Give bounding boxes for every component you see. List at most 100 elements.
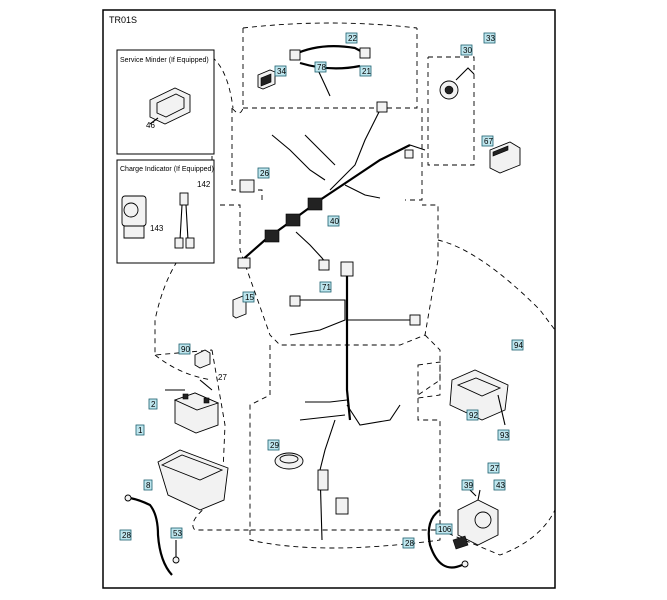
callout-1: 1: [138, 426, 143, 435]
callout-71-box: [319, 281, 332, 293]
callout-67-group: 67: [481, 135, 494, 147]
callout-21: 21: [362, 67, 371, 76]
callout-90-group: 90: [178, 343, 191, 355]
service-minder-title: Service Minder (If Equipped): [120, 57, 209, 64]
callout-43-box: [493, 479, 506, 491]
callout-71: 71: [322, 283, 331, 292]
callout-78-box: [314, 61, 327, 73]
callout-39-box: [461, 479, 474, 491]
callout-92-box: [466, 409, 479, 421]
callout-8-group: 8: [143, 479, 153, 491]
callout-93-group: 93: [497, 429, 510, 441]
callout-33: 33: [486, 34, 495, 43]
callout-92: 92: [469, 411, 478, 420]
diagram-frame: [102, 9, 556, 589]
callout-27: 27: [490, 464, 499, 473]
callout-28-left-group: 28: [119, 529, 132, 541]
callout-22-box: [345, 32, 358, 44]
callout-143: 143: [150, 224, 164, 233]
callout-33-group: 33: [483, 32, 496, 44]
callout-43-group: 43: [493, 479, 506, 491]
callout-93: 93: [500, 431, 509, 440]
ignition-switch: [439, 67, 475, 100]
callout-29-group: 29: [267, 439, 280, 451]
rear-wire-harness: [289, 261, 421, 426]
callout-28-left-box: [119, 529, 132, 541]
cover-part: [274, 452, 304, 470]
callout-93-box: [497, 429, 510, 441]
callout-90-box: [178, 343, 191, 355]
callout-33-box: [483, 32, 496, 44]
callout-39-group: 39: [461, 479, 474, 491]
battery-cable-left: [124, 494, 173, 576]
callout-28-left: 28: [122, 531, 131, 540]
callout-40-group: 40: [327, 215, 339, 227]
callout-22: 22: [348, 34, 357, 43]
charge-indicator-harness: [174, 192, 195, 249]
callout-27-box: [487, 462, 500, 474]
callout-15-box: [242, 291, 255, 303]
callout-94-box: [511, 339, 524, 351]
callout-30: 30: [463, 46, 472, 55]
callout-21-group: 21: [359, 65, 372, 77]
callout-78-group: 78: [314, 61, 327, 73]
callout-142: 142: [197, 180, 211, 189]
callout-106: 106: [438, 525, 452, 534]
part-106: [452, 535, 469, 550]
callout-2-box: [148, 398, 158, 410]
callout-2-group: 2: [148, 398, 158, 410]
service-minder-inset: Service Minder (If Equipped) 46: [116, 49, 215, 155]
callout-34-group: 34: [274, 65, 287, 77]
callout-22-group: 22: [345, 32, 358, 44]
callout-28-right: 28: [405, 539, 414, 548]
callout-1-box: [135, 424, 145, 436]
charge-indicator-part: [121, 195, 147, 239]
callout-29-box: [267, 439, 280, 451]
callout-26-box: [257, 167, 270, 179]
callout-90: 90: [181, 345, 190, 354]
pedal-outline: [417, 361, 441, 399]
relay-part: [489, 141, 521, 174]
callout-46: 46: [146, 121, 155, 130]
tractor-outline: [154, 22, 556, 556]
callout-53-group: 53: [170, 527, 183, 539]
callout-34: 34: [277, 67, 286, 76]
callout-8: 8: [146, 481, 151, 490]
callout-2: 2: [151, 400, 156, 409]
callout-71-group: 71: [319, 281, 332, 293]
callout-67-box: [481, 135, 494, 147]
callout-15: 15: [245, 293, 254, 302]
callout-27-top: 27: [218, 373, 227, 382]
callout-53: 53: [173, 529, 182, 538]
callout-92-group: 92: [466, 409, 479, 421]
callout-15-group: 15: [242, 291, 255, 303]
callout-39: 39: [464, 481, 473, 490]
callout-28-right-box: [402, 537, 415, 549]
main-wire-harness: [237, 101, 426, 271]
callout-78: 78: [317, 63, 326, 72]
callout-106-group: 106: [435, 523, 453, 535]
service-minder-part: [149, 87, 191, 125]
callout-106-box: [435, 523, 453, 535]
callout-26-group: 26: [257, 167, 270, 179]
callout-34-box: [274, 65, 287, 77]
starter-bracket: [457, 489, 499, 546]
callout-21-box: [359, 65, 372, 77]
callout-43: 43: [496, 481, 505, 490]
callout-27-group: 27: [487, 462, 500, 474]
callout-94-group: 94: [511, 339, 524, 351]
callouts: 22 78 21 34 30 33 67 26: [119, 32, 524, 549]
callout-29: 29: [270, 441, 279, 450]
callout-94: 94: [514, 341, 523, 350]
battery-cable-right: [427, 509, 469, 569]
part-90-bracket: [194, 349, 211, 369]
callout-53-box: [170, 527, 183, 539]
diagram-id: TR01S: [109, 15, 137, 25]
callout-1-group: 1: [135, 424, 145, 436]
charge-indicator-title: Charge Indicator (If Equipped): [120, 166, 214, 173]
callout-67: 67: [484, 137, 493, 146]
cable-53: [172, 540, 180, 564]
right-tray-assembly: [449, 369, 509, 426]
charge-indicator-inset: Charge Indicator (If Equipped) 142 143: [116, 159, 215, 264]
